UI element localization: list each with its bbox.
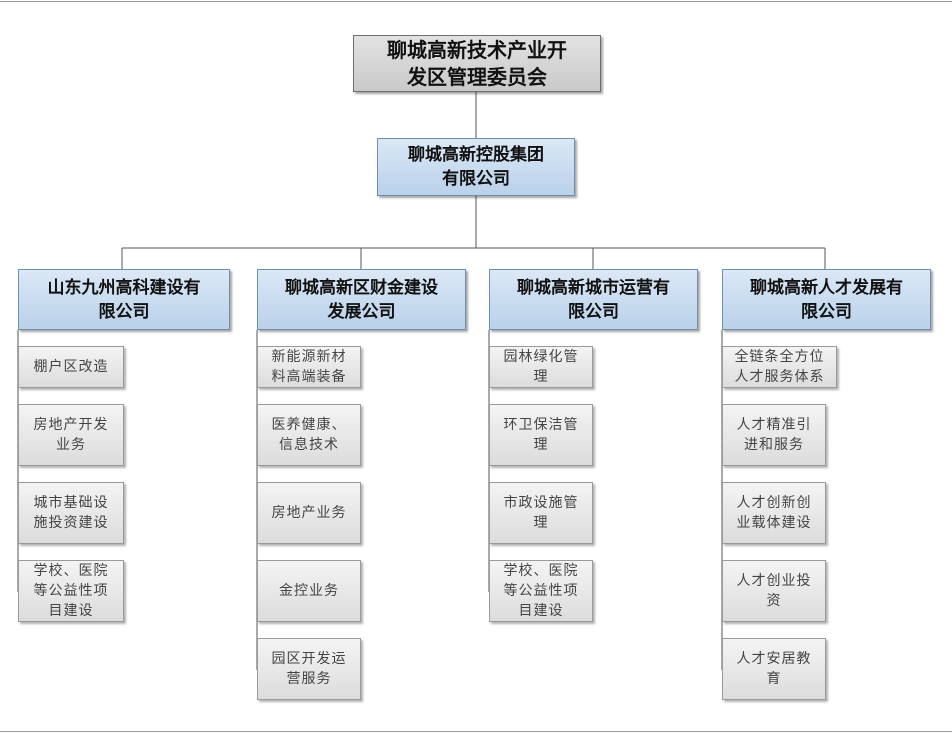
leaf-label: 新能源新材 料高端装备 <box>271 349 347 385</box>
leaf-label: 金控业务 <box>279 583 339 599</box>
leaf-label: 人才创业投 资 <box>736 573 812 609</box>
leaf-label: 棚户区改造 <box>33 359 109 375</box>
leaf-item: 新能源新材 料高端装备 <box>257 346 361 388</box>
leaf-label: 房地产业务 <box>271 505 347 521</box>
node-company-caijin: 聊城高新区财金建设 发展公司 <box>257 269 466 330</box>
node-company-talent: 聊城高新人才发展有 限公司 <box>722 269 931 330</box>
leaf-item: 园区开发运 营服务 <box>257 638 361 700</box>
leaf-label: 房地产开发 业务 <box>33 417 109 453</box>
leaf-label: 人才安居教 育 <box>736 651 812 687</box>
leaf-item: 人才安居教 育 <box>722 638 826 700</box>
leaf-item: 金控业务 <box>257 560 361 622</box>
bottom-border <box>0 731 952 732</box>
top-border <box>0 1 952 2</box>
leaf-item: 学校、医院 等公益性项 目建设 <box>489 560 593 622</box>
leaf-item: 医养健康、 信息技术 <box>257 404 361 466</box>
leaf-item: 人才创新创 业载体建设 <box>722 482 826 544</box>
node-root-management-committee: 聊城高新技术产业开 发区管理委员会 <box>353 35 601 92</box>
leaf-item: 园林绿化管 理 <box>489 346 593 388</box>
leaf-label: 环卫保洁管 理 <box>503 417 579 453</box>
leaf-label: 全链条全方位 人才服务体系 <box>734 349 825 385</box>
leaf-label: 医养健康、 信息技术 <box>271 417 347 453</box>
node-company-jiuzhou: 山东九州高科建设有 限公司 <box>18 269 230 330</box>
node-label: 山东九州高科建设有 限公司 <box>47 277 201 322</box>
leaf-item: 房地产业务 <box>257 482 361 544</box>
leaf-item: 城市基础设 施投资建设 <box>18 482 124 544</box>
node-label: 聊城高新技术产业开 发区管理委员会 <box>387 37 567 89</box>
node-label: 聊城高新人才发展有 限公司 <box>750 277 903 322</box>
leaf-item: 全链条全方位 人才服务体系 <box>722 346 837 388</box>
leaf-item: 市政设施管 理 <box>489 482 593 544</box>
leaf-label: 人才创新创 业载体建设 <box>736 495 812 531</box>
node-label: 聊城高新城市运营有 限公司 <box>517 277 670 322</box>
leaf-item: 人才精准引 进和服务 <box>722 404 826 466</box>
node-label: 聊城高新区财金建设 发展公司 <box>285 277 438 322</box>
leaf-label: 学校、医院 等公益性项 目建设 <box>503 563 579 619</box>
node-company-city-operation: 聊城高新城市运营有 限公司 <box>489 269 698 330</box>
leaf-item: 房地产开发 业务 <box>18 404 124 466</box>
leaf-label: 园林绿化管 理 <box>503 349 579 385</box>
leaf-label: 学校、医院 等公益性项 目建设 <box>33 563 109 619</box>
leaf-label: 城市基础设 施投资建设 <box>33 495 109 531</box>
leaf-item: 棚户区改造 <box>18 346 124 388</box>
node-label: 聊城高新控股集团 有限公司 <box>408 145 544 189</box>
node-holding-group: 聊城高新控股集团 有限公司 <box>377 138 575 196</box>
leaf-item: 环卫保洁管 理 <box>489 404 593 466</box>
leaf-item: 学校、医院 等公益性项 目建设 <box>18 560 124 622</box>
leaf-item: 人才创业投 资 <box>722 560 826 622</box>
leaf-label: 园区开发运 营服务 <box>271 651 347 687</box>
leaf-label: 人才精准引 进和服务 <box>736 417 812 453</box>
leaf-label: 市政设施管 理 <box>503 495 579 531</box>
